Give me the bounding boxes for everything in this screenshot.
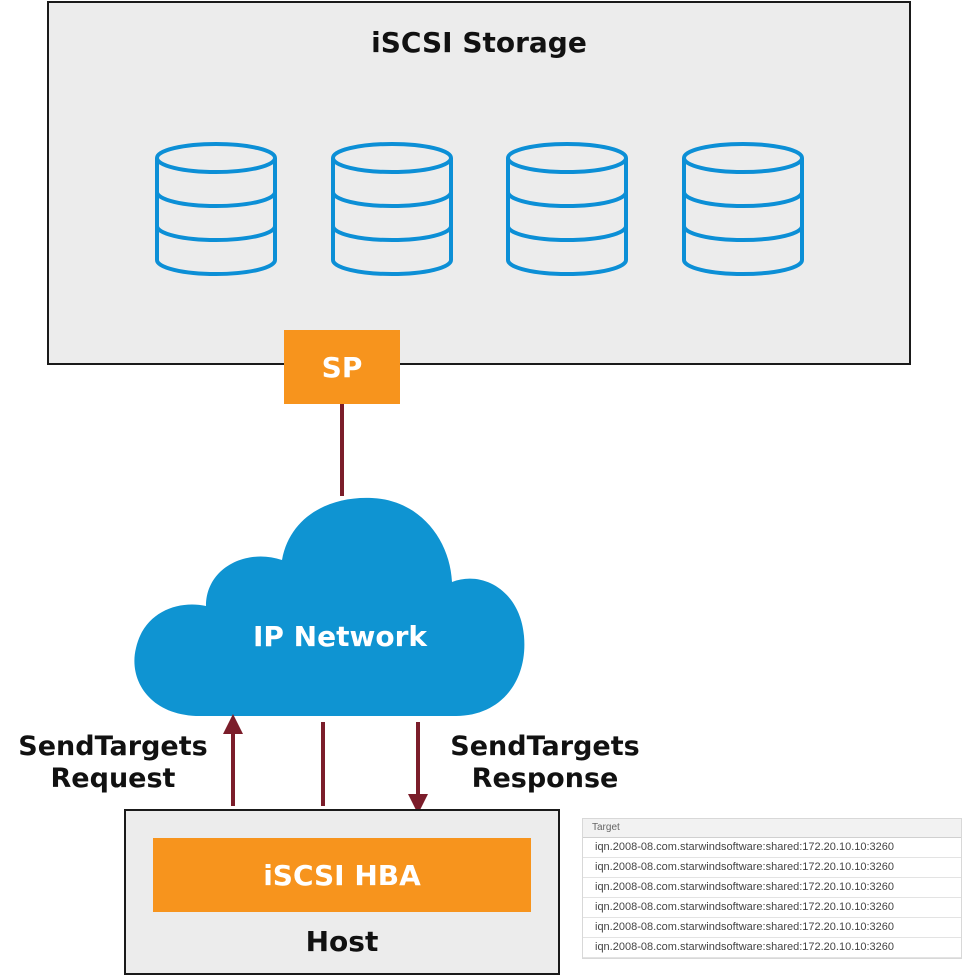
target-row[interactable]: iqn.2008-08.com.starwindsoftware:shared:… (583, 858, 961, 878)
sendtargets-request-label: SendTargets Request (4, 731, 222, 795)
disk-icon (506, 142, 628, 276)
host-label: Host (305, 925, 379, 958)
target-row[interactable]: iqn.2008-08.com.starwindsoftware:shared:… (583, 838, 961, 858)
storage-title: iSCSI Storage (371, 26, 587, 59)
sp-box: SP (284, 330, 400, 404)
response-label-line1: SendTargets (450, 731, 640, 762)
disk-icon (682, 142, 804, 276)
disk-icon (155, 142, 277, 276)
target-column-header: Target (583, 819, 961, 838)
request-label-line1: SendTargets (18, 731, 208, 762)
ip-network-label: IP Network (252, 620, 428, 653)
sendtargets-response-label: SendTargets Response (430, 731, 660, 795)
target-row[interactable]: iqn.2008-08.com.starwindsoftware:shared:… (583, 898, 961, 918)
request-label-line2: Request (50, 763, 176, 794)
iscsi-storage-box (47, 1, 911, 365)
response-label-line2: Response (471, 763, 619, 794)
iscsi-hba-box: iSCSI HBA (153, 838, 531, 912)
target-row[interactable]: iqn.2008-08.com.starwindsoftware:shared:… (583, 878, 961, 898)
target-row[interactable]: iqn.2008-08.com.starwindsoftware:shared:… (583, 918, 961, 938)
disk-icon (331, 142, 453, 276)
ip-network-cloud (134, 497, 525, 716)
target-row[interactable]: iqn.2008-08.com.starwindsoftware:shared:… (583, 938, 961, 958)
target-table: Target iqn.2008-08.com.starwindsoftware:… (582, 818, 962, 959)
